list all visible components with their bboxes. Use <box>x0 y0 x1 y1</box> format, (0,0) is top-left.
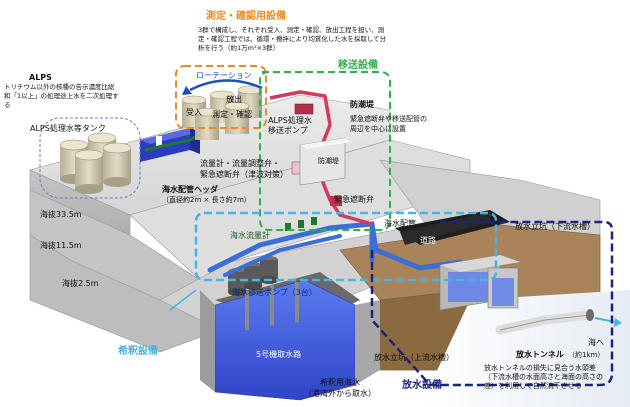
shaft-up-label: 放水立坑（上流水槽） <box>374 353 454 362</box>
alps-tank-boundary <box>39 117 141 199</box>
sea-pipe-label: 海水配管 <box>384 219 416 228</box>
dil-water-label-2: （港湾外から取水） <box>304 389 376 398</box>
header-dim-label: （直径約2m × 長さ約7m） <box>162 196 251 204</box>
intake-wall-right <box>355 300 380 385</box>
intake-wall <box>200 290 215 392</box>
transfer-title: 移送設備 <box>338 60 378 71</box>
discharge-shafts <box>439 254 520 311</box>
valve-note-1: 緊急遮断弁や移送配管の <box>350 115 427 123</box>
release-label: 放出 <box>226 95 242 104</box>
seawall-label: 防潮堤 <box>350 100 374 109</box>
rotation-arrowhead <box>182 86 192 95</box>
dil-water-label-1: 希釈用海水 <box>320 378 360 387</box>
pump-label-1: ALPS処理水 <box>268 116 312 125</box>
seawall-top <box>300 138 352 149</box>
discharge-arrowhead <box>614 318 622 327</box>
flow-label-1: 流量計・流量調整弁・ <box>200 159 280 168</box>
measure-desc-2: 定・確認工程では、循環・攪拌により均質化した水を採取して分 <box>198 35 387 43</box>
seawall-block <box>299 137 346 186</box>
measure-label: 測定・確認 <box>212 110 252 119</box>
intake-divider-1 <box>245 290 249 330</box>
alps-tank-label: ALPS処理水等タンク <box>30 124 106 133</box>
pump-label-2: 移送ポンプ <box>268 126 308 135</box>
header-valves <box>285 217 317 231</box>
alps-desc-2: 和「1以上」の処理途上水を二次処理す <box>4 92 119 100</box>
dilution-title: 希釈設備 <box>118 346 158 357</box>
tunnel-outlet <box>586 309 594 321</box>
road-label: 道路 <box>420 236 436 245</box>
alps-desc-1: トリチウム以外の核種の告示濃度比総 <box>4 83 115 91</box>
seawall-vert-label: 防潮堤 <box>318 157 339 165</box>
dilution-leader <box>169 289 197 311</box>
tunnel-note-2: （下流水槽の水面高さと海面の高さの <box>484 373 603 381</box>
intake-label: 5号機取水路 <box>256 350 302 359</box>
discharge-frame <box>370 220 614 387</box>
tunnel-note-3: 差）を利用して自然流下させる <box>484 382 582 390</box>
sea-flow-label: 海水流量計 <box>230 231 270 240</box>
measure-desc-1: 3群で構成し、それぞれ受入、測定・確認、放出工程を担い、測 <box>198 26 385 34</box>
receive-label: 受入 <box>186 108 202 117</box>
measure-frame <box>175 65 267 129</box>
sea-pumps-label: 海水移送ポンプ（3台） <box>232 288 317 297</box>
tunnel-length-label: （約1km） <box>568 351 605 359</box>
road-surface-2 <box>400 212 490 245</box>
measure-tanks <box>181 85 263 140</box>
measure-desc-3: 析を行う（約1万m³×3群） <box>198 44 280 52</box>
emergency-valve-label: 緊急遮断弁 <box>334 195 374 204</box>
emergency-valve-unit <box>330 196 342 206</box>
alps-title: ALPS <box>29 73 52 82</box>
measure-title: 測定・確認用設備 <box>206 11 286 22</box>
elevation-2: 海抜2.5m <box>62 279 99 288</box>
header-label: 海水配管ヘッダ <box>162 185 218 194</box>
transfer-pump-unit <box>294 103 314 115</box>
shaft-down-label: 放水立坑（下流水槽） <box>515 222 595 231</box>
discharge-tunnel-outline <box>499 314 591 331</box>
tunnel-label: 放水トンネル <box>516 350 564 359</box>
intake-divider-2 <box>270 285 274 325</box>
elevation-11: 海抜11.5m <box>40 241 82 250</box>
to-sea-label: 海へ <box>588 338 604 347</box>
valve-note-2: 周辺を中心に設置 <box>350 125 406 133</box>
elevation-33: 海抜33.5m <box>40 210 82 219</box>
sea-pipe-branch <box>223 234 342 277</box>
discharge-title: 放水設備 <box>402 380 442 391</box>
intake-divider-3 <box>295 282 299 322</box>
transfer-frame <box>259 71 391 231</box>
alps-desc-3: る <box>4 101 11 109</box>
rotation-arrow <box>189 79 263 92</box>
tunnel-note-1: 放水トンネルの損失に見合う水頭差 <box>484 364 596 372</box>
flow-label-2: 緊急遮断弁（津波対策） <box>200 170 288 179</box>
rotation-label: ローテーション <box>196 71 252 80</box>
alps-tanks <box>59 132 132 194</box>
